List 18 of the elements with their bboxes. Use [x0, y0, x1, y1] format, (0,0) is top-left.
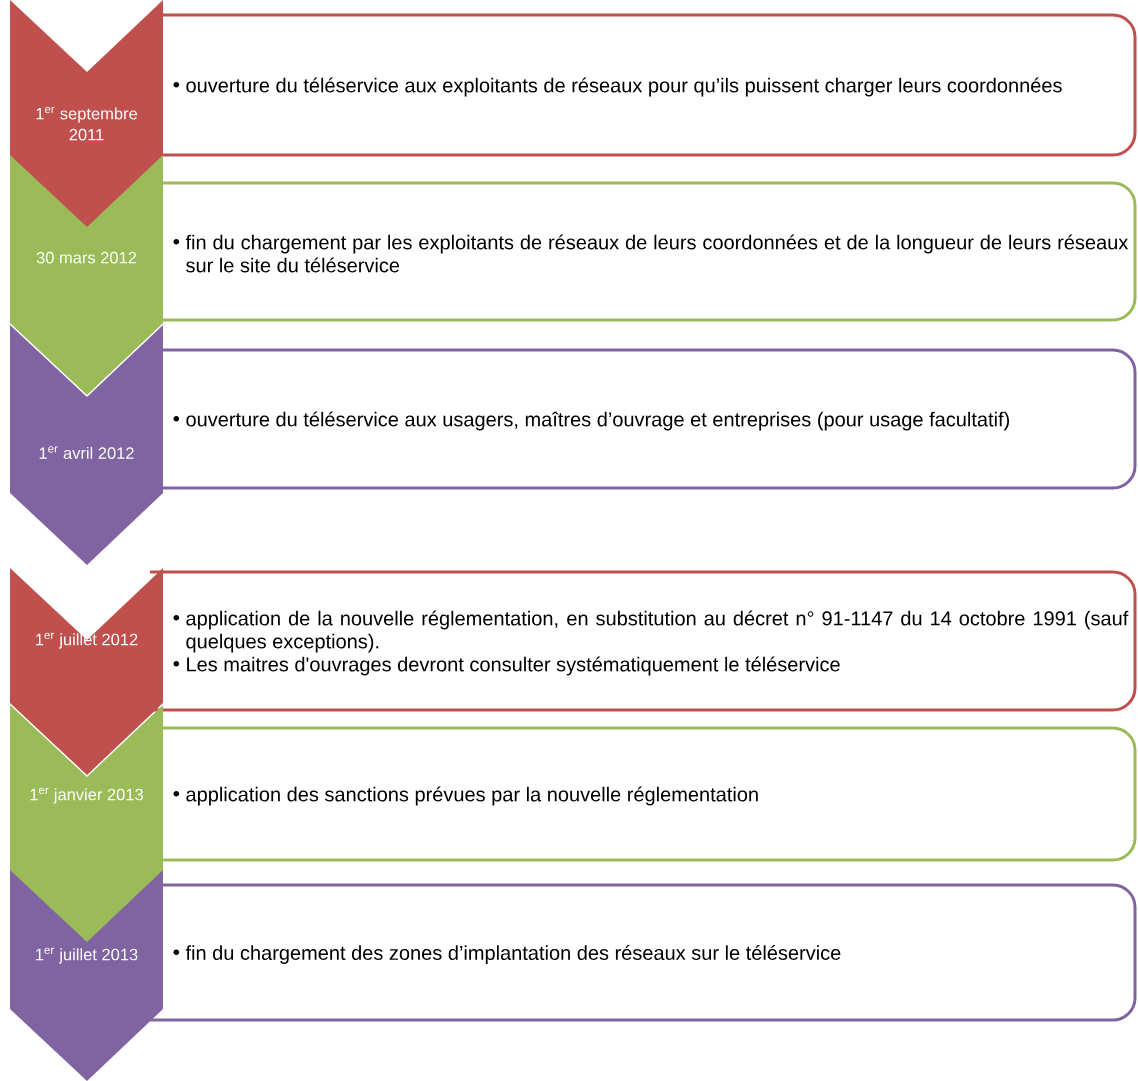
date-banner: 1$^{er}$ juillet 2013	[10, 870, 163, 1081]
node-label: Les maitres d'ouvrages devront consulter systématiquement le téléservice	[187, 656, 840, 676]
timeline-box: ouverture du téléservice aux exploitants de réseaux pour qu’ils puissent charger leurs coordonnées	[150, 13, 1137, 157]
node-label: ouverture du téléservice aux exploitants de réseaux pour qu’ils puissent charger leurs coordonnées	[186, 77, 1062, 97]
node-label: ouverture du téléservice aux usagers, maîtres d’ouvrage et entreprises (pour usage facultatif)	[186, 411, 1010, 431]
timeline-box: fin du chargement des zones d’implantation des réseaux sur le téléservice	[150, 883, 1137, 1022]
node-label: fin du chargement des zones d’implantation des réseaux sur le téléservice	[185, 945, 841, 964]
node-label: application de la nouvelle réglementation, en substitution au décret n° 91-1147 du 14 octobre 1991 (sauf quelques exceptions).	[186, 610, 1129, 653]
date-banner: 1$^{er}$ janvier 2013	[10, 705, 163, 945]
node-label: application des sanctions prévues par la nouvelle réglementation	[186, 786, 758, 806]
timeline-box: application des sanctions prévues par la nouvelle réglementation	[150, 726, 1137, 862]
timeline-box: application de la nouvelle réglementation, en substitution au décret n° 91-1147 du 14 octobre 1991 (sauf quelques exceptions). Les maitres d'ouvrages devront consulter systématiquement le téléservice	[150, 570, 1137, 712]
node-label: fin du chargement par les exploitants de réseaux de leurs coordonnées et de la longueur de leurs réseaux sur le site du téléservice	[185, 234, 1129, 273]
date-banner: 1$^{er}$ septembre 2011	[10, 0, 163, 230]
date-banner: 30 mars 2012	[10, 155, 163, 395]
timeline-box: fin du chargement par les exploitants de réseaux de leurs coordonnées et de la longueur de leurs réseaux sur le site du téléservice	[150, 181, 1137, 322]
date-banner: 1$^{er}$ avril 2012	[10, 325, 163, 565]
timeline-box: ouverture du téléservice aux usagers, maîtres d’ouvrage et entreprises (pour usage facultatif)	[150, 348, 1137, 490]
